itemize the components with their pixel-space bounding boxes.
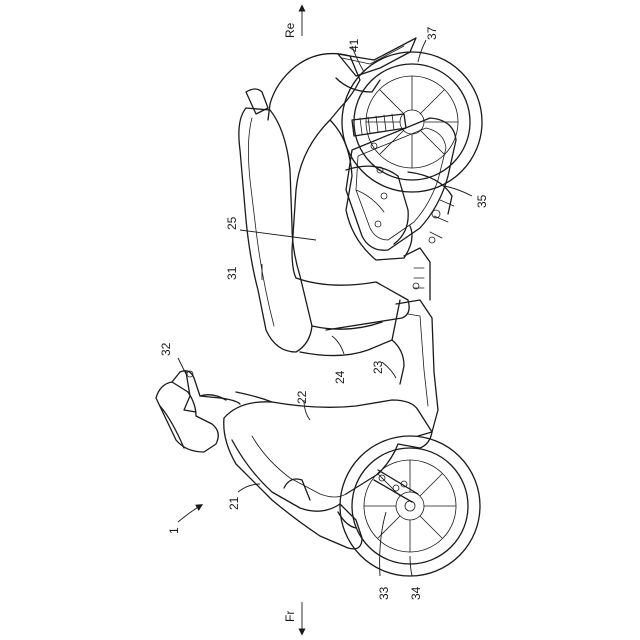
front-fork (374, 470, 418, 502)
label-21: 21 (227, 496, 241, 510)
handlebar-headlight (156, 371, 240, 452)
front-wheel (340, 436, 480, 576)
label-33: 33 (377, 586, 391, 600)
front-body-cover (224, 392, 432, 549)
label-32: 32 (159, 342, 173, 356)
floor-step-cover (296, 120, 412, 330)
label-37: 37 (425, 26, 439, 40)
label-35: 35 (475, 194, 489, 208)
rear-suspension (352, 114, 406, 136)
front-direction-label: Fr (283, 611, 297, 622)
label-22: 22 (295, 390, 309, 404)
rear-direction-label: Re (283, 22, 297, 38)
label-34: 34 (409, 586, 423, 600)
label-25: 25 (225, 216, 239, 230)
rear-body-cover (268, 54, 360, 278)
label-31: 31 (225, 266, 239, 280)
seat (239, 89, 312, 352)
label-23: 23 (371, 360, 385, 374)
label-1: 1 (167, 527, 181, 534)
label-24: 24 (333, 370, 347, 384)
label-41: 41 (347, 38, 361, 52)
